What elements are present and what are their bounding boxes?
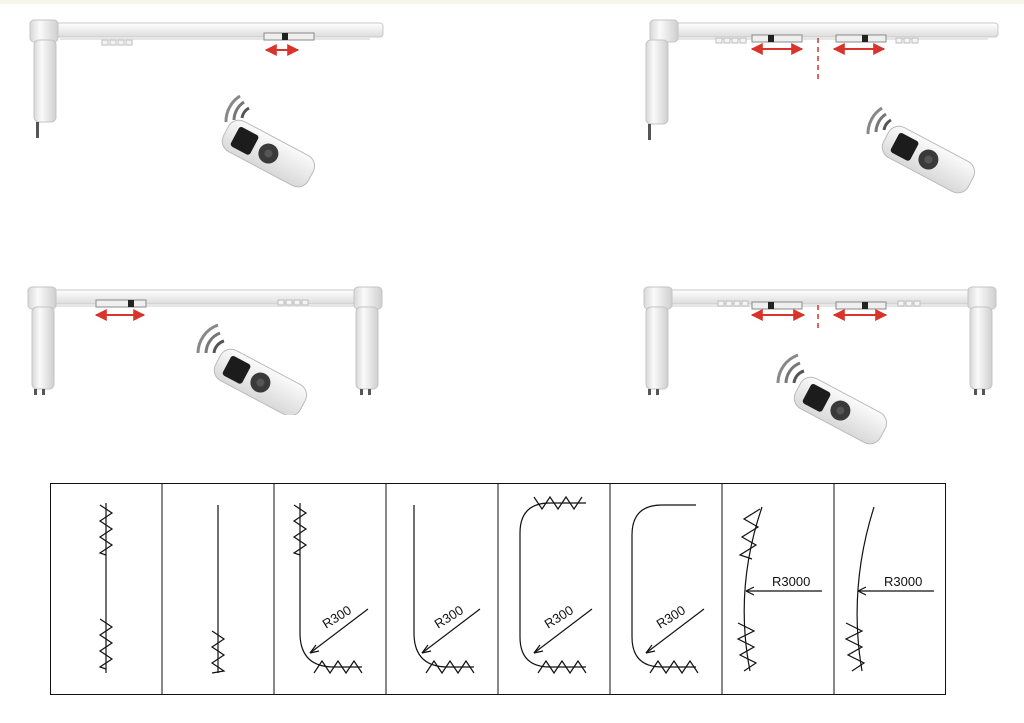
track-shape-u-bend [631, 504, 705, 675]
runner-carriage [95, 299, 147, 308]
track-shape-l-bend-curtain [292, 503, 369, 675]
curtain-motor-icon [27, 286, 57, 395]
track-shape-straight-curtain [98, 503, 114, 673]
track-shape-l-bend [413, 505, 481, 675]
curtain-motor-icon [967, 286, 997, 395]
curtain-motor-icon [645, 19, 679, 140]
radius-label-5: R3000 [772, 574, 810, 589]
signal-waves-icon [866, 106, 892, 135]
track-shape-straight [210, 505, 226, 674]
track-shapes-table: R300 R300 R300 R300 R3000 R300 [50, 483, 946, 695]
remote-control-icon [221, 119, 316, 188]
scene-single-track-one-motor [29, 19, 384, 188]
scene-split-track-one-motor [645, 19, 999, 194]
remote-control-icon [213, 348, 308, 415]
track-hooks [277, 299, 309, 306]
curtain-track-rail [29, 289, 383, 307]
radius-label-6: R3000 [884, 574, 922, 589]
top-border [0, 0, 1024, 4]
scene-single-track-two-motors [27, 286, 383, 415]
track-hooks [101, 39, 133, 46]
curtain-track-rail [657, 22, 999, 40]
scene-split-track-two-motors [643, 286, 997, 445]
signal-waves-icon [224, 94, 250, 123]
track-shape-arc [844, 506, 934, 672]
curtain-motor-icon [353, 286, 383, 395]
runner-carriage [751, 34, 887, 43]
runner-carriage [263, 32, 315, 41]
track-hooks [715, 37, 919, 44]
curtain-motor-icon [643, 286, 673, 395]
signal-waves-icon [196, 323, 225, 354]
curtain-motor-icon [29, 19, 59, 138]
remote-control-icon [793, 376, 888, 445]
track-shape-arc-curtain [736, 506, 822, 672]
curtain-track-rail [37, 22, 384, 40]
signal-waves-icon [776, 353, 805, 384]
curtain-track-rail [645, 289, 997, 307]
remote-control-icon [881, 125, 976, 194]
track-hooks [717, 300, 921, 307]
track-shape-u-bend-curtain [519, 495, 593, 675]
